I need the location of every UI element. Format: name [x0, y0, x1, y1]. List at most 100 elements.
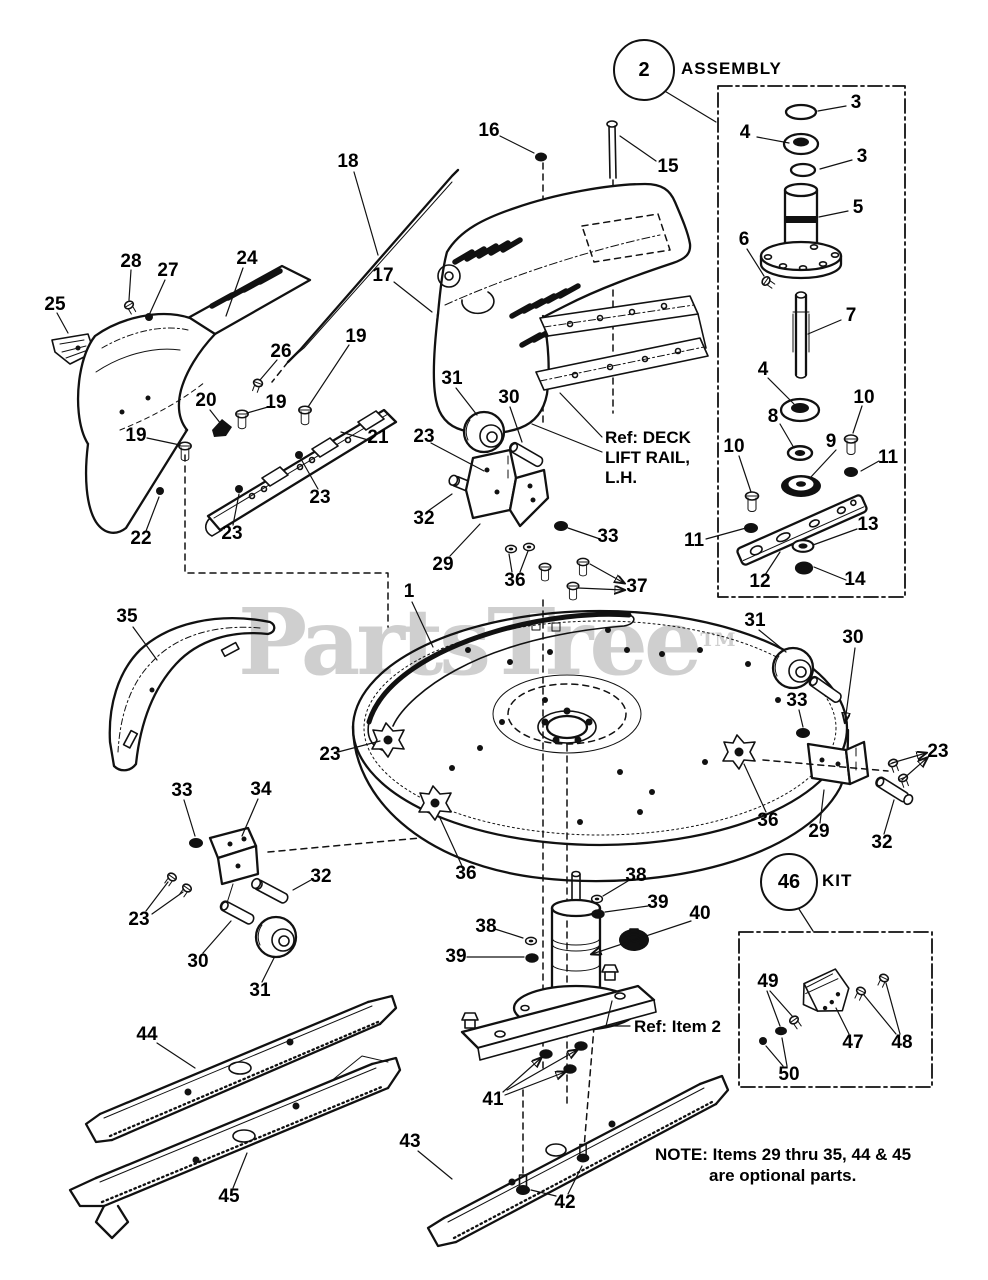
support-rail-21 — [204, 408, 398, 537]
plate-bolt-left — [461, 1012, 479, 1029]
part-label-15: 15 — [657, 156, 679, 177]
part-label-32: 32 — [871, 832, 893, 853]
ref-deck-lift-rail-line1: Ref: DECK — [605, 428, 691, 447]
cover-cap-circle — [437, 264, 461, 288]
part-label-23: 23 — [309, 487, 331, 508]
part-label-34: 34 — [250, 779, 272, 800]
part-label-45: 45 — [218, 1186, 240, 1207]
part-label-29: 29 — [432, 554, 454, 575]
part-label-24: 24 — [236, 248, 258, 269]
part-label-7: 7 — [845, 305, 857, 326]
part-label-6: 6 — [738, 229, 750, 250]
kit-callout-circle: 46 — [760, 853, 818, 911]
ref-deck-lift-rail: Ref: DECK LIFT RAIL, L.H. — [605, 428, 691, 488]
blade-45 — [68, 1055, 402, 1240]
spindle-assembly-installed — [460, 599, 657, 1181]
spindle-housing-5 — [759, 182, 843, 280]
spindle-assembly-exploded — [705, 103, 880, 581]
part-label-23: 23 — [221, 523, 243, 544]
part-label-9: 9 — [825, 431, 837, 452]
watermark-tm: TM — [700, 629, 736, 651]
discharge-chute-24 — [76, 264, 312, 534]
retaining-ring-3a — [784, 103, 818, 121]
part-label-48: 48 — [891, 1032, 913, 1053]
part-label-8: 8 — [767, 406, 779, 427]
baffle-35 — [108, 617, 276, 772]
lift-rod-18 — [271, 168, 460, 383]
part-label-19: 19 — [265, 392, 287, 413]
part-label-50: 50 — [778, 1064, 800, 1085]
bearing-4b — [779, 397, 821, 423]
bracket-29b-dashed-link — [762, 759, 889, 772]
bracket-34-dashed-link — [267, 837, 421, 853]
ref-deck-lift-rail-line3: L.H. — [605, 468, 638, 487]
part-label-18: 18 — [337, 151, 359, 172]
caster-bracket-29b — [806, 740, 870, 786]
part-label-31: 31 — [441, 368, 463, 389]
part-label-42: 42 — [554, 1192, 576, 1213]
plate-bolt-right — [601, 964, 619, 981]
part-label-39: 39 — [445, 946, 467, 967]
caster-bracket-29a — [464, 448, 550, 528]
pulley-9 — [781, 475, 821, 497]
part-label-19: 19 — [125, 425, 147, 446]
deck-lift-rail — [535, 295, 709, 391]
part-label-26: 26 — [270, 341, 292, 362]
part-label-10: 10 — [723, 436, 745, 457]
part-label-38: 38 — [625, 865, 647, 886]
axle-bolt-32b — [251, 877, 291, 906]
part-label-13: 13 — [857, 514, 879, 535]
part-label-10: 10 — [853, 387, 875, 408]
axle-bolt-32c — [873, 774, 914, 806]
blade-44 — [84, 994, 398, 1144]
part-label-32: 32 — [310, 866, 332, 887]
part-label-22: 22 — [130, 528, 152, 549]
part-label-20: 20 — [195, 390, 217, 411]
assembly-callout-label: ASSEMBLY — [681, 59, 782, 78]
note-line2: are optional parts. — [709, 1166, 857, 1185]
part-label-31: 31 — [249, 980, 271, 1001]
part-label-25: 25 — [44, 294, 66, 315]
part-label-28: 28 — [120, 251, 142, 272]
part-label-17: 17 — [372, 265, 394, 286]
kit-callout-number: 46 — [777, 870, 801, 893]
part-label-33: 33 — [786, 690, 808, 711]
part-label-23: 23 — [128, 909, 150, 930]
kit-box — [738, 905, 933, 1088]
part-label-38: 38 — [475, 916, 497, 937]
part-label-33: 33 — [597, 526, 619, 547]
part-label-30: 30 — [842, 627, 864, 648]
part-label-23: 23 — [413, 426, 435, 447]
part-label-37: 37 — [626, 576, 648, 597]
kit-callout-label: KIT — [822, 871, 853, 890]
front-roller-31b — [254, 915, 298, 959]
part-label-29: 29 — [808, 821, 830, 842]
retaining-ring-3b — [789, 162, 817, 178]
part-label-47: 47 — [842, 1032, 864, 1053]
bracket-34 — [208, 826, 260, 904]
assembly-box-leaders — [705, 105, 880, 581]
part-label-39: 39 — [647, 892, 669, 913]
part-label-3: 3 — [856, 146, 868, 167]
deck-front-wall — [366, 611, 632, 725]
part-label-5: 5 — [852, 197, 864, 218]
part-label-27: 27 — [157, 260, 179, 281]
spindle-recess — [492, 674, 642, 754]
assembly-detail-box — [662, 85, 906, 598]
part-label-31: 31 — [744, 610, 766, 631]
spindle-shaft-7 — [792, 291, 810, 379]
part-label-1: 1 — [403, 581, 415, 602]
part-label-36: 36 — [504, 570, 526, 591]
part-label-4: 4 — [757, 359, 769, 380]
part-label-16: 16 — [478, 120, 500, 141]
part-label-43: 43 — [399, 1131, 421, 1152]
kit-plate-47 — [802, 968, 850, 1012]
front-roller-31a — [462, 410, 506, 454]
part-label-49: 49 — [757, 971, 779, 992]
part-label-30: 30 — [498, 387, 520, 408]
part-label-11: 11 — [877, 447, 899, 468]
part-label-33: 33 — [171, 780, 193, 801]
